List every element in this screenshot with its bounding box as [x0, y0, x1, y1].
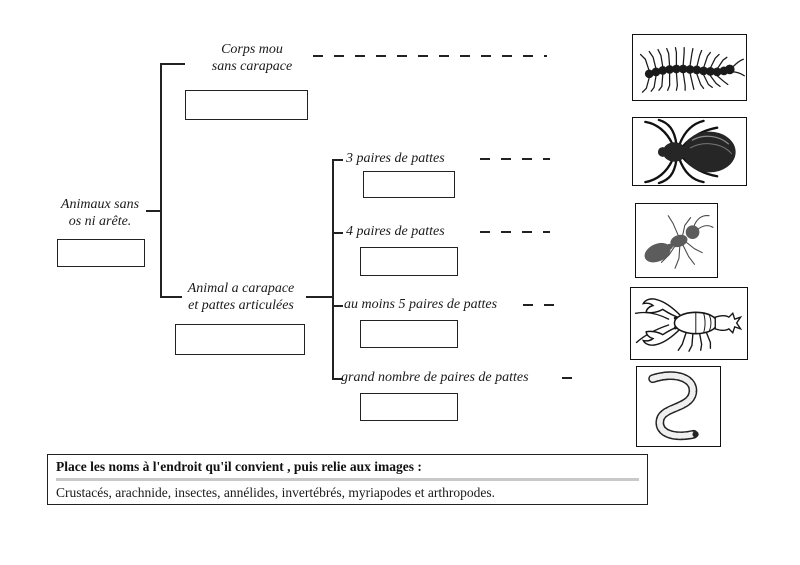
connector-leaf-1 [332, 159, 343, 161]
root-line1: Animaux sans [60, 197, 140, 212]
leaf-label-many-pairs: grand nombre de paires de pattes [341, 370, 529, 385]
connector-bracket [332, 159, 334, 380]
image-frame-spider [632, 117, 747, 186]
connector-trunk [160, 63, 162, 298]
match-dashes-leaf-2 [480, 231, 550, 234]
leaf-label-4-pairs: 4 paires de pattes [346, 224, 445, 239]
shell-branch-label: Animal a carapace et pattes articulées [168, 281, 314, 314]
connector-soft-branch [160, 63, 185, 65]
soft-branch-line1: Corps mou [221, 42, 283, 57]
connector-shell-branch [160, 296, 182, 298]
image-frame-centipede [632, 34, 747, 101]
centipede-icon [639, 46, 745, 93]
match-dashes-leaf-1 [480, 158, 550, 161]
ant-icon [644, 215, 714, 269]
connector-leaf-4 [332, 378, 343, 380]
match-dashes-leaf-4 [562, 377, 575, 380]
answer-box-4-pairs[interactable] [360, 247, 458, 276]
image-frame-worm [636, 366, 721, 447]
root-line2: os ni arête. [68, 213, 132, 229]
instruction-box: Place les noms à l'endroit qu'il convien… [47, 454, 648, 505]
image-frame-ant [635, 203, 718, 278]
connector-leaf-3 [332, 305, 343, 307]
leaf-label-3-pairs: 3 paires de pattes [346, 151, 445, 166]
word-bank: Crustacés, arachnide, insectes, annélide… [56, 485, 495, 500]
answer-box-root[interactable] [57, 239, 145, 267]
root-label: Animaux sans os ni arête. [46, 197, 154, 230]
spider-icon [644, 118, 736, 185]
match-dashes-leaf-3 [523, 304, 555, 307]
answer-box-many-pairs[interactable] [360, 393, 458, 421]
instruction-title: Place les noms à l'endroit qu'il convien… [56, 459, 422, 474]
shell-branch-line1: Animal a carapace [187, 281, 295, 296]
answer-box-5-pairs[interactable] [360, 320, 458, 348]
instruction-separator [56, 478, 639, 481]
connector-leaf-2 [332, 232, 343, 234]
crayfish-icon [634, 298, 743, 352]
leaf-label-5-pairs: au moins 5 paires de pattes [344, 297, 498, 312]
worm-icon [648, 371, 699, 441]
connector-root [146, 210, 161, 212]
connector-shell-to-bracket [306, 296, 333, 298]
answer-box-soft[interactable] [185, 90, 308, 120]
image-frame-crayfish [630, 287, 748, 360]
shell-branch-line2: et pattes articulées [188, 297, 294, 313]
soft-branch-line2: sans carapace [211, 58, 293, 74]
match-dashes-soft [313, 55, 547, 58]
answer-box-shell[interactable] [175, 324, 305, 355]
answer-box-3-pairs[interactable] [363, 171, 455, 198]
soft-branch-label: Corps mou sans carapace [193, 42, 311, 75]
